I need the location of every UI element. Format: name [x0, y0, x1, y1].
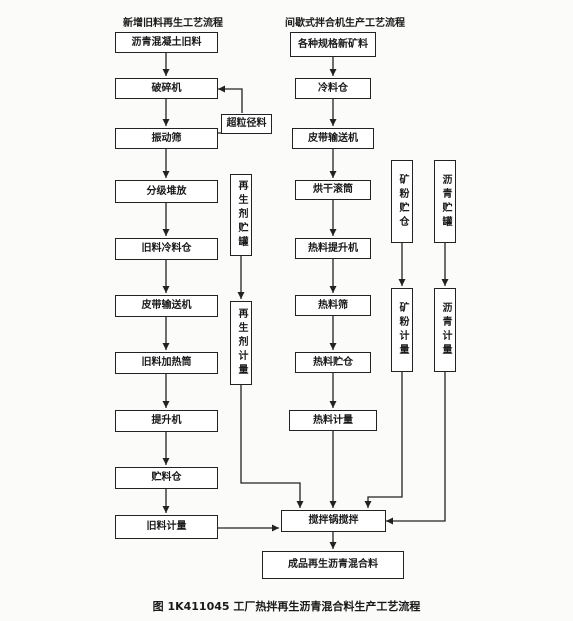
box-belt-conveyor-left: 皮带输送机: [115, 295, 218, 317]
box-cold-bin: 冷料仓: [295, 78, 371, 99]
heading-right: 间歇式拌合机生产工艺流程: [285, 18, 405, 29]
box-regenerant-storage: 再生剂贮罐: [230, 174, 252, 256]
box-hot-meter: 热料计量: [289, 410, 377, 431]
box-oversize-material: 超粒径料: [221, 114, 272, 134]
box-regenerant-meter: 再生剂计量: [230, 301, 252, 385]
figure-caption: 图 1K411045 工厂热拌再生沥青混合料生产工艺流程: [152, 600, 421, 613]
box-hot-storage-bin: 热料贮仓: [295, 352, 371, 373]
box-elevator: 提升机: [115, 410, 218, 432]
box-old-material-meter: 旧料计量: [115, 515, 218, 539]
box-vibrating-screen: 振动筛: [115, 128, 218, 149]
arrow-regenmeter-mixer: [240, 385, 304, 508]
box-graded-stockpile: 分级堆放: [115, 180, 218, 203]
box-mineral-powder-storage: 矿粉贮仓: [391, 160, 413, 243]
box-final-product: 成品再生沥青混合料: [262, 551, 404, 579]
heading-left: 新增旧料再生工艺流程: [123, 18, 223, 29]
box-storage-silo: 贮料仓: [115, 467, 218, 489]
box-old-asphalt-material: 沥青混凝土旧料: [115, 32, 218, 53]
box-crusher: 破碎机: [115, 78, 218, 99]
box-mineral-powder-meter: 矿粉计量: [391, 288, 413, 372]
arrow-mineralmeter-mixer: [364, 372, 403, 508]
box-drying-drum: 烘干滚筒: [295, 180, 371, 200]
box-new-aggregates: 各种规格新矿料: [290, 32, 376, 57]
box-old-heating-drum: 旧料加热筒: [115, 352, 218, 374]
box-old-cold-bin: 旧料冷料仓: [115, 238, 218, 260]
arrow-asphaltmeter-mixer: [386, 372, 446, 525]
box-asphalt-storage: 沥青贮罐: [434, 160, 456, 243]
box-hot-elevator: 热料提升机: [295, 238, 371, 259]
box-belt-conveyor-middle: 皮带输送机: [292, 128, 374, 149]
box-hot-screen: 热料筛: [295, 295, 371, 316]
box-mixer: 搅拌锅搅拌: [281, 510, 386, 532]
box-asphalt-meter: 沥青计量: [434, 288, 456, 372]
arrow-oversize-return: [218, 85, 243, 113]
